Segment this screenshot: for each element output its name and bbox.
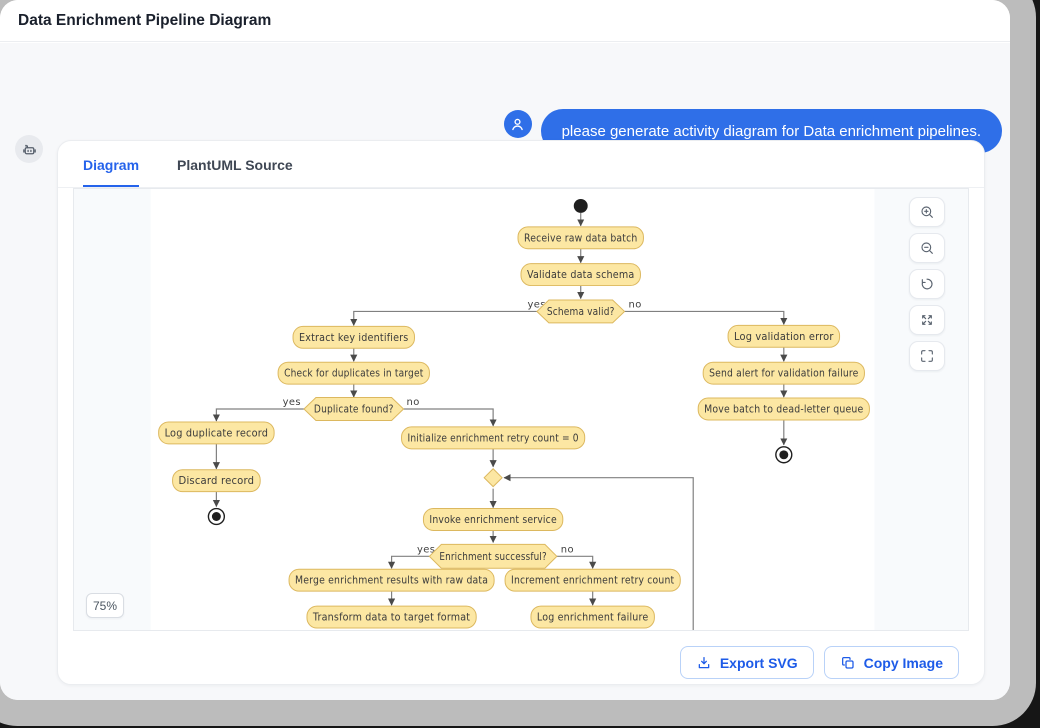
expand-button[interactable] bbox=[909, 305, 945, 335]
flow-edge bbox=[624, 310, 788, 325]
assistant-avatar bbox=[15, 135, 43, 163]
activity-label: Increment enrichment retry count bbox=[511, 575, 674, 587]
activity-label: Validate data schema bbox=[527, 269, 635, 281]
tab-plantuml-source[interactable]: PlantUML Source bbox=[177, 157, 293, 173]
activity-node bbox=[520, 263, 641, 287]
reset-view-icon bbox=[921, 278, 933, 290]
robot-icon bbox=[22, 144, 36, 154]
decision-label: Schema valid? bbox=[547, 306, 615, 318]
activity-node bbox=[306, 605, 477, 629]
edge-label: no bbox=[561, 544, 574, 555]
activity-label: Merge enrichment results with raw data bbox=[295, 575, 488, 587]
edge-label: no bbox=[629, 299, 642, 310]
activity-label: Log duplicate record bbox=[165, 427, 269, 439]
export-svg-button[interactable]: Export SVG bbox=[679, 646, 814, 679]
export-svg-label: Export SVG bbox=[719, 654, 798, 671]
activity-node bbox=[422, 508, 564, 531]
activity-node bbox=[172, 469, 261, 493]
tab-bar: Diagram PlantUML Source bbox=[58, 141, 984, 188]
download-icon bbox=[698, 656, 710, 668]
activity-label: Check for duplicates in target bbox=[284, 368, 423, 380]
diagram-panel: Diagram PlantUML Source yes no yes no yes no R… bbox=[57, 140, 985, 685]
activity-label: Invoke enrichment service bbox=[429, 514, 556, 526]
zoom-controls bbox=[909, 197, 945, 371]
panel-footer: Export SVG Copy Image bbox=[58, 646, 984, 679]
activity-node bbox=[504, 568, 681, 592]
activity-label: Send alert for validation failure bbox=[709, 368, 858, 380]
activity-node bbox=[288, 568, 495, 592]
flow-edge bbox=[403, 408, 497, 427]
flow-edge bbox=[503, 474, 694, 630]
zoom-level-badge: 75% bbox=[86, 593, 125, 618]
decision-node bbox=[428, 543, 558, 569]
chat-content: please generate activity diagram for Dat… bbox=[0, 43, 1010, 700]
activity-label: Initialize enrichment retry count = 0 bbox=[408, 432, 579, 444]
activity-label: Discard record bbox=[179, 475, 255, 487]
copy-image-button[interactable]: Copy Image bbox=[823, 646, 959, 679]
app-window: Data Enrichment Pipeline Diagram please … bbox=[0, 0, 1010, 700]
zoom-out-icon bbox=[921, 242, 933, 254]
activity-node bbox=[727, 324, 841, 348]
flow-edge bbox=[388, 555, 430, 569]
avatar bbox=[503, 110, 532, 138]
decision-node bbox=[303, 397, 405, 421]
activity-node bbox=[517, 226, 644, 250]
reset-view-button[interactable] bbox=[909, 269, 945, 299]
zoom-in-button[interactable] bbox=[909, 197, 945, 227]
flow-edge bbox=[556, 555, 597, 569]
activity-node bbox=[292, 325, 415, 349]
decision-label: Duplicate found? bbox=[314, 403, 394, 415]
activity-node bbox=[277, 361, 430, 385]
activity-label: Transform data to target format bbox=[312, 612, 470, 624]
activity-node bbox=[530, 605, 655, 629]
fit-view-button[interactable] bbox=[909, 341, 945, 371]
app-header: Data Enrichment Pipeline Diagram bbox=[0, 0, 1010, 42]
decision-node bbox=[536, 299, 626, 324]
end-node-dot bbox=[211, 512, 221, 521]
activity-label: Extract key identifiers bbox=[299, 332, 409, 344]
tab-diagram[interactable]: Diagram bbox=[83, 141, 140, 187]
merge-node bbox=[483, 468, 503, 488]
edge-label: yes bbox=[528, 299, 546, 310]
copy-image-label: Copy Image bbox=[863, 654, 943, 671]
activity-label: Receive raw data batch bbox=[524, 232, 637, 244]
zoom-in-icon bbox=[921, 206, 933, 218]
activity-node bbox=[697, 397, 870, 421]
fit-view-icon bbox=[921, 350, 933, 362]
edge-label: yes bbox=[283, 397, 301, 408]
activity-diagram-canvas[interactable]: yes no yes no yes no Receive raw data batchVal… bbox=[74, 189, 968, 630]
end-node-dot bbox=[779, 450, 789, 460]
edge-label: no bbox=[407, 397, 420, 408]
flow-edge bbox=[212, 408, 304, 422]
activity-label: Log validation error bbox=[734, 331, 834, 343]
expand-icon bbox=[922, 315, 932, 325]
activity-label: Move batch to dead-letter queue bbox=[704, 403, 863, 415]
activity-node bbox=[401, 426, 586, 450]
edge-label: yes bbox=[417, 544, 435, 555]
activity-label: Log enrichment failure bbox=[537, 612, 648, 624]
zoom-out-button[interactable] bbox=[909, 233, 945, 263]
flow-edge bbox=[350, 310, 537, 326]
start-node bbox=[573, 198, 588, 213]
activity-node bbox=[702, 361, 865, 385]
activity-node bbox=[158, 421, 275, 445]
page-title: Data Enrichment Pipeline Diagram bbox=[18, 11, 272, 29]
copy-icon bbox=[841, 656, 854, 669]
user-icon bbox=[512, 118, 523, 130]
decision-label: Enrichment successful? bbox=[439, 551, 547, 563]
